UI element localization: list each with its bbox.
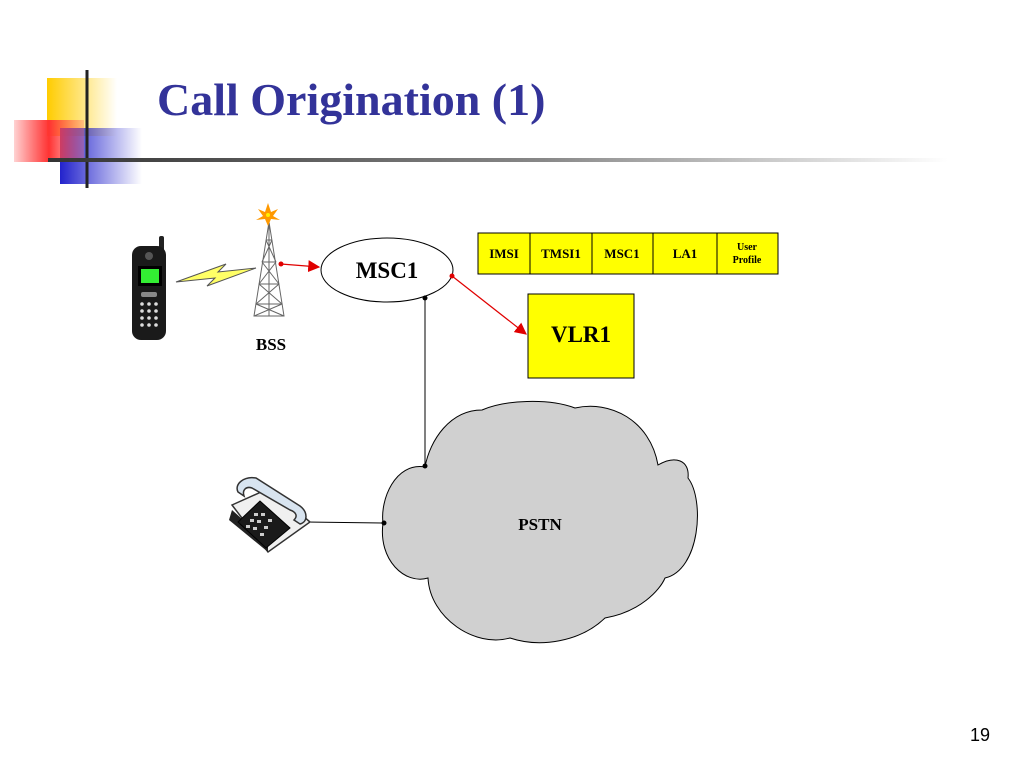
vlr-field-tmsi: TMSI1 <box>541 246 581 261</box>
msc-label: MSC1 <box>356 258 419 283</box>
vlr-field-user: User <box>737 242 758 253</box>
pstn-cloud <box>381 401 698 644</box>
bss-to-msc-arrow <box>280 260 321 273</box>
pstn-dot-top <box>422 463 428 469</box>
msc-vlr-connector-dot <box>449 273 455 279</box>
vlr-record-table: IMSI TMSI1 MSC1 LA1 User Profile <box>477 232 779 275</box>
bss-label: BSS <box>256 335 286 354</box>
vlr-field-la: LA1 <box>673 246 698 261</box>
deco-red-square <box>14 120 84 162</box>
pstn-label: PSTN <box>518 515 562 534</box>
msc-to-vlr-arrow <box>451 275 527 335</box>
bss-connector-dot <box>278 261 284 267</box>
vlr-field-msc: MSC1 <box>604 246 639 261</box>
msc-node <box>320 237 454 303</box>
radio-link-icon <box>175 263 257 287</box>
slide-title: Call Origination (1) <box>157 74 546 125</box>
antenna-signal-icon <box>256 203 280 226</box>
page-number: 19 <box>969 725 990 745</box>
msc-pstn-dot-top <box>422 295 428 301</box>
pstn-dot-left <box>381 520 387 526</box>
phone-to-pstn-line <box>305 521 385 524</box>
mobile-phone-icon <box>132 236 166 340</box>
corner-decoration <box>14 70 142 188</box>
title-underline <box>48 158 948 162</box>
vlr-field-profile: Profile <box>733 255 762 266</box>
bss-tower-icon <box>253 221 285 317</box>
vlr-field-imsi: IMSI <box>489 246 519 261</box>
desk-telephone-icon <box>229 476 312 554</box>
vlr-label: VLR1 <box>551 322 611 347</box>
vlr-node <box>527 293 635 379</box>
